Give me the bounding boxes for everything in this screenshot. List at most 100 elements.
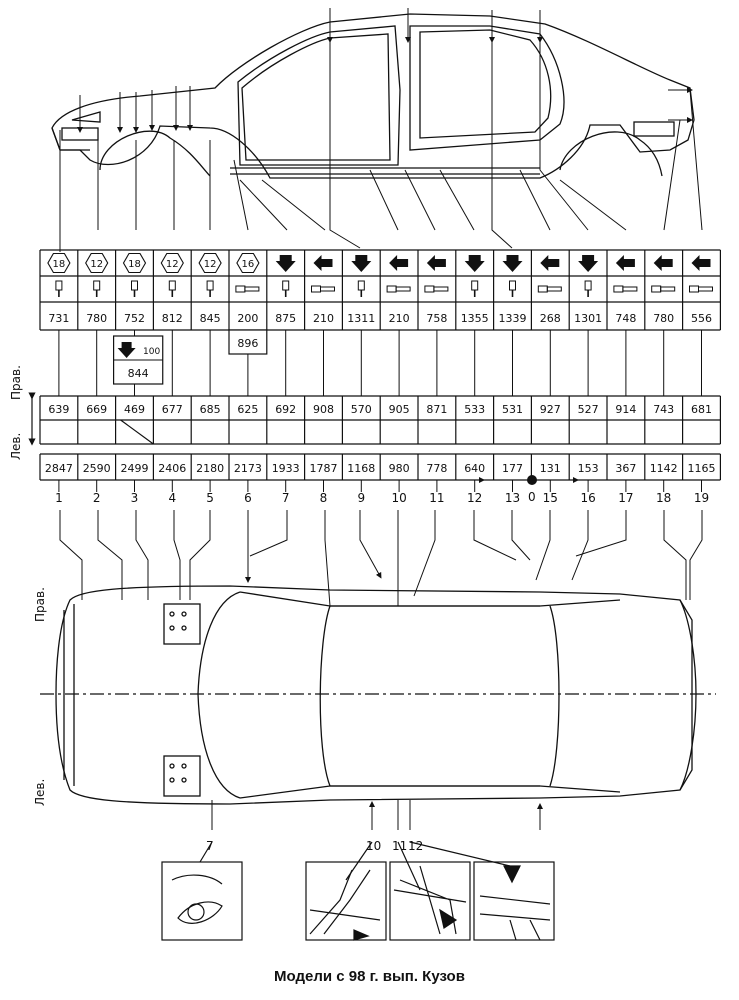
right-value: 527 xyxy=(578,403,599,416)
hex-value: 18 xyxy=(53,259,66,270)
bolt-icon xyxy=(131,280,138,291)
detail-callout-7: 7 xyxy=(206,839,214,853)
column-number: 17 xyxy=(618,491,633,505)
detail-view-12 xyxy=(473,861,555,941)
height-value: 875 xyxy=(275,312,296,325)
right-value: 469 xyxy=(124,403,145,416)
left-value: 177 xyxy=(502,462,523,475)
hex-value: 12 xyxy=(90,259,103,270)
arrow-left-icon xyxy=(389,255,409,271)
figure-caption: Модели с 98 г. вып. Кузов xyxy=(274,968,465,985)
column-number: 10 xyxy=(391,491,406,505)
column-number: 16 xyxy=(580,491,595,505)
column-number: 19 xyxy=(694,491,709,505)
height-value: 748 xyxy=(615,312,636,325)
arrow-down-icon xyxy=(117,342,136,358)
detail-callout-10: 10 xyxy=(366,839,381,853)
height-value: 556 xyxy=(691,312,712,325)
right-value: 685 xyxy=(200,403,221,416)
left-value: 131 xyxy=(540,462,561,475)
height-value: 1339 xyxy=(499,312,527,325)
detail-views xyxy=(161,841,555,941)
bolt-icon xyxy=(235,285,246,293)
right-value: 692 xyxy=(275,403,296,416)
arrow-left-icon xyxy=(615,255,635,271)
extra-value-896: 896 xyxy=(237,337,258,350)
left-value: 153 xyxy=(578,462,599,475)
bolt-icon xyxy=(311,285,321,293)
hex-symbol xyxy=(236,252,260,274)
right-value: 681 xyxy=(691,403,712,416)
bolt-icon xyxy=(206,280,214,291)
column-number: 5 xyxy=(206,491,214,505)
right-value: 531 xyxy=(502,403,523,416)
right-value: 570 xyxy=(351,403,372,416)
hex-value: 18 xyxy=(128,259,141,270)
column-number: 13 xyxy=(505,491,520,505)
column-number: 15 xyxy=(543,491,558,505)
height-value: 1355 xyxy=(461,312,489,325)
left-value: 1165 xyxy=(688,462,716,475)
column-number: 18 xyxy=(656,491,671,505)
height-value: 780 xyxy=(653,312,674,325)
extra-label-100: 100 xyxy=(143,347,160,357)
column-number: 7 xyxy=(282,491,290,505)
detail-callout-11: 11 xyxy=(392,839,407,853)
column-number: 12 xyxy=(467,491,482,505)
height-value: 1311 xyxy=(347,312,375,325)
column-number: 11 xyxy=(429,491,444,505)
arrow-left-icon xyxy=(691,255,711,271)
left-value: 778 xyxy=(426,462,447,475)
detail-callout-12: 12 xyxy=(408,839,423,853)
extra-box-896 xyxy=(228,329,268,355)
bolt-icon xyxy=(613,285,624,293)
hex-symbol xyxy=(122,252,147,274)
dimension-table: 1873163928471127806692590218752469249931… xyxy=(39,249,722,505)
column-number: 3 xyxy=(131,491,139,505)
detail-view-7 xyxy=(161,861,243,941)
bolt-icon xyxy=(471,280,479,291)
left-value: 1787 xyxy=(310,462,338,475)
bolt-icon xyxy=(282,280,290,291)
left-value: 2847 xyxy=(45,462,73,475)
hex-symbol xyxy=(198,252,222,274)
label-right: Прав. xyxy=(9,365,23,400)
detail-view-10 xyxy=(305,861,387,941)
column-number: 6 xyxy=(244,491,252,505)
left-value: 980 xyxy=(389,462,410,475)
right-value: 639 xyxy=(48,403,69,416)
label-left-bottom: Лев. xyxy=(33,779,47,806)
arrow-left-icon xyxy=(653,255,673,271)
height-value: 845 xyxy=(200,312,221,325)
height-value: 758 xyxy=(426,312,447,325)
extra-value-844: 844 xyxy=(128,367,149,380)
bolt-icon xyxy=(55,280,63,291)
side-view-arrows xyxy=(59,8,703,252)
hex-symbol xyxy=(160,252,184,274)
hex-value: 12 xyxy=(166,259,179,270)
right-value: 908 xyxy=(313,403,334,416)
right-value: 871 xyxy=(426,403,447,416)
hex-value: 16 xyxy=(242,259,255,270)
top-view-car xyxy=(40,585,716,805)
right-value: 625 xyxy=(237,403,258,416)
bolt-icon xyxy=(509,280,516,291)
bolt-icon xyxy=(168,280,176,291)
left-value: 2173 xyxy=(234,462,262,475)
hex-symbol xyxy=(85,252,109,274)
zero-reference-marker: 0 xyxy=(479,475,579,504)
left-value: 1168 xyxy=(347,462,375,475)
right-value: 927 xyxy=(540,403,561,416)
right-value: 533 xyxy=(464,403,485,416)
column-number: 1 xyxy=(55,491,63,505)
height-value: 200 xyxy=(237,312,258,325)
bolt-icon xyxy=(424,285,435,293)
right-value: 914 xyxy=(615,403,636,416)
bolt-icon xyxy=(93,280,101,291)
column-number: 9 xyxy=(357,491,365,505)
detail-view-11 xyxy=(389,861,471,941)
column-number: 8 xyxy=(320,491,328,505)
height-value: 1301 xyxy=(574,312,602,325)
left-value: 2590 xyxy=(83,462,111,475)
bolt-icon xyxy=(357,280,365,291)
